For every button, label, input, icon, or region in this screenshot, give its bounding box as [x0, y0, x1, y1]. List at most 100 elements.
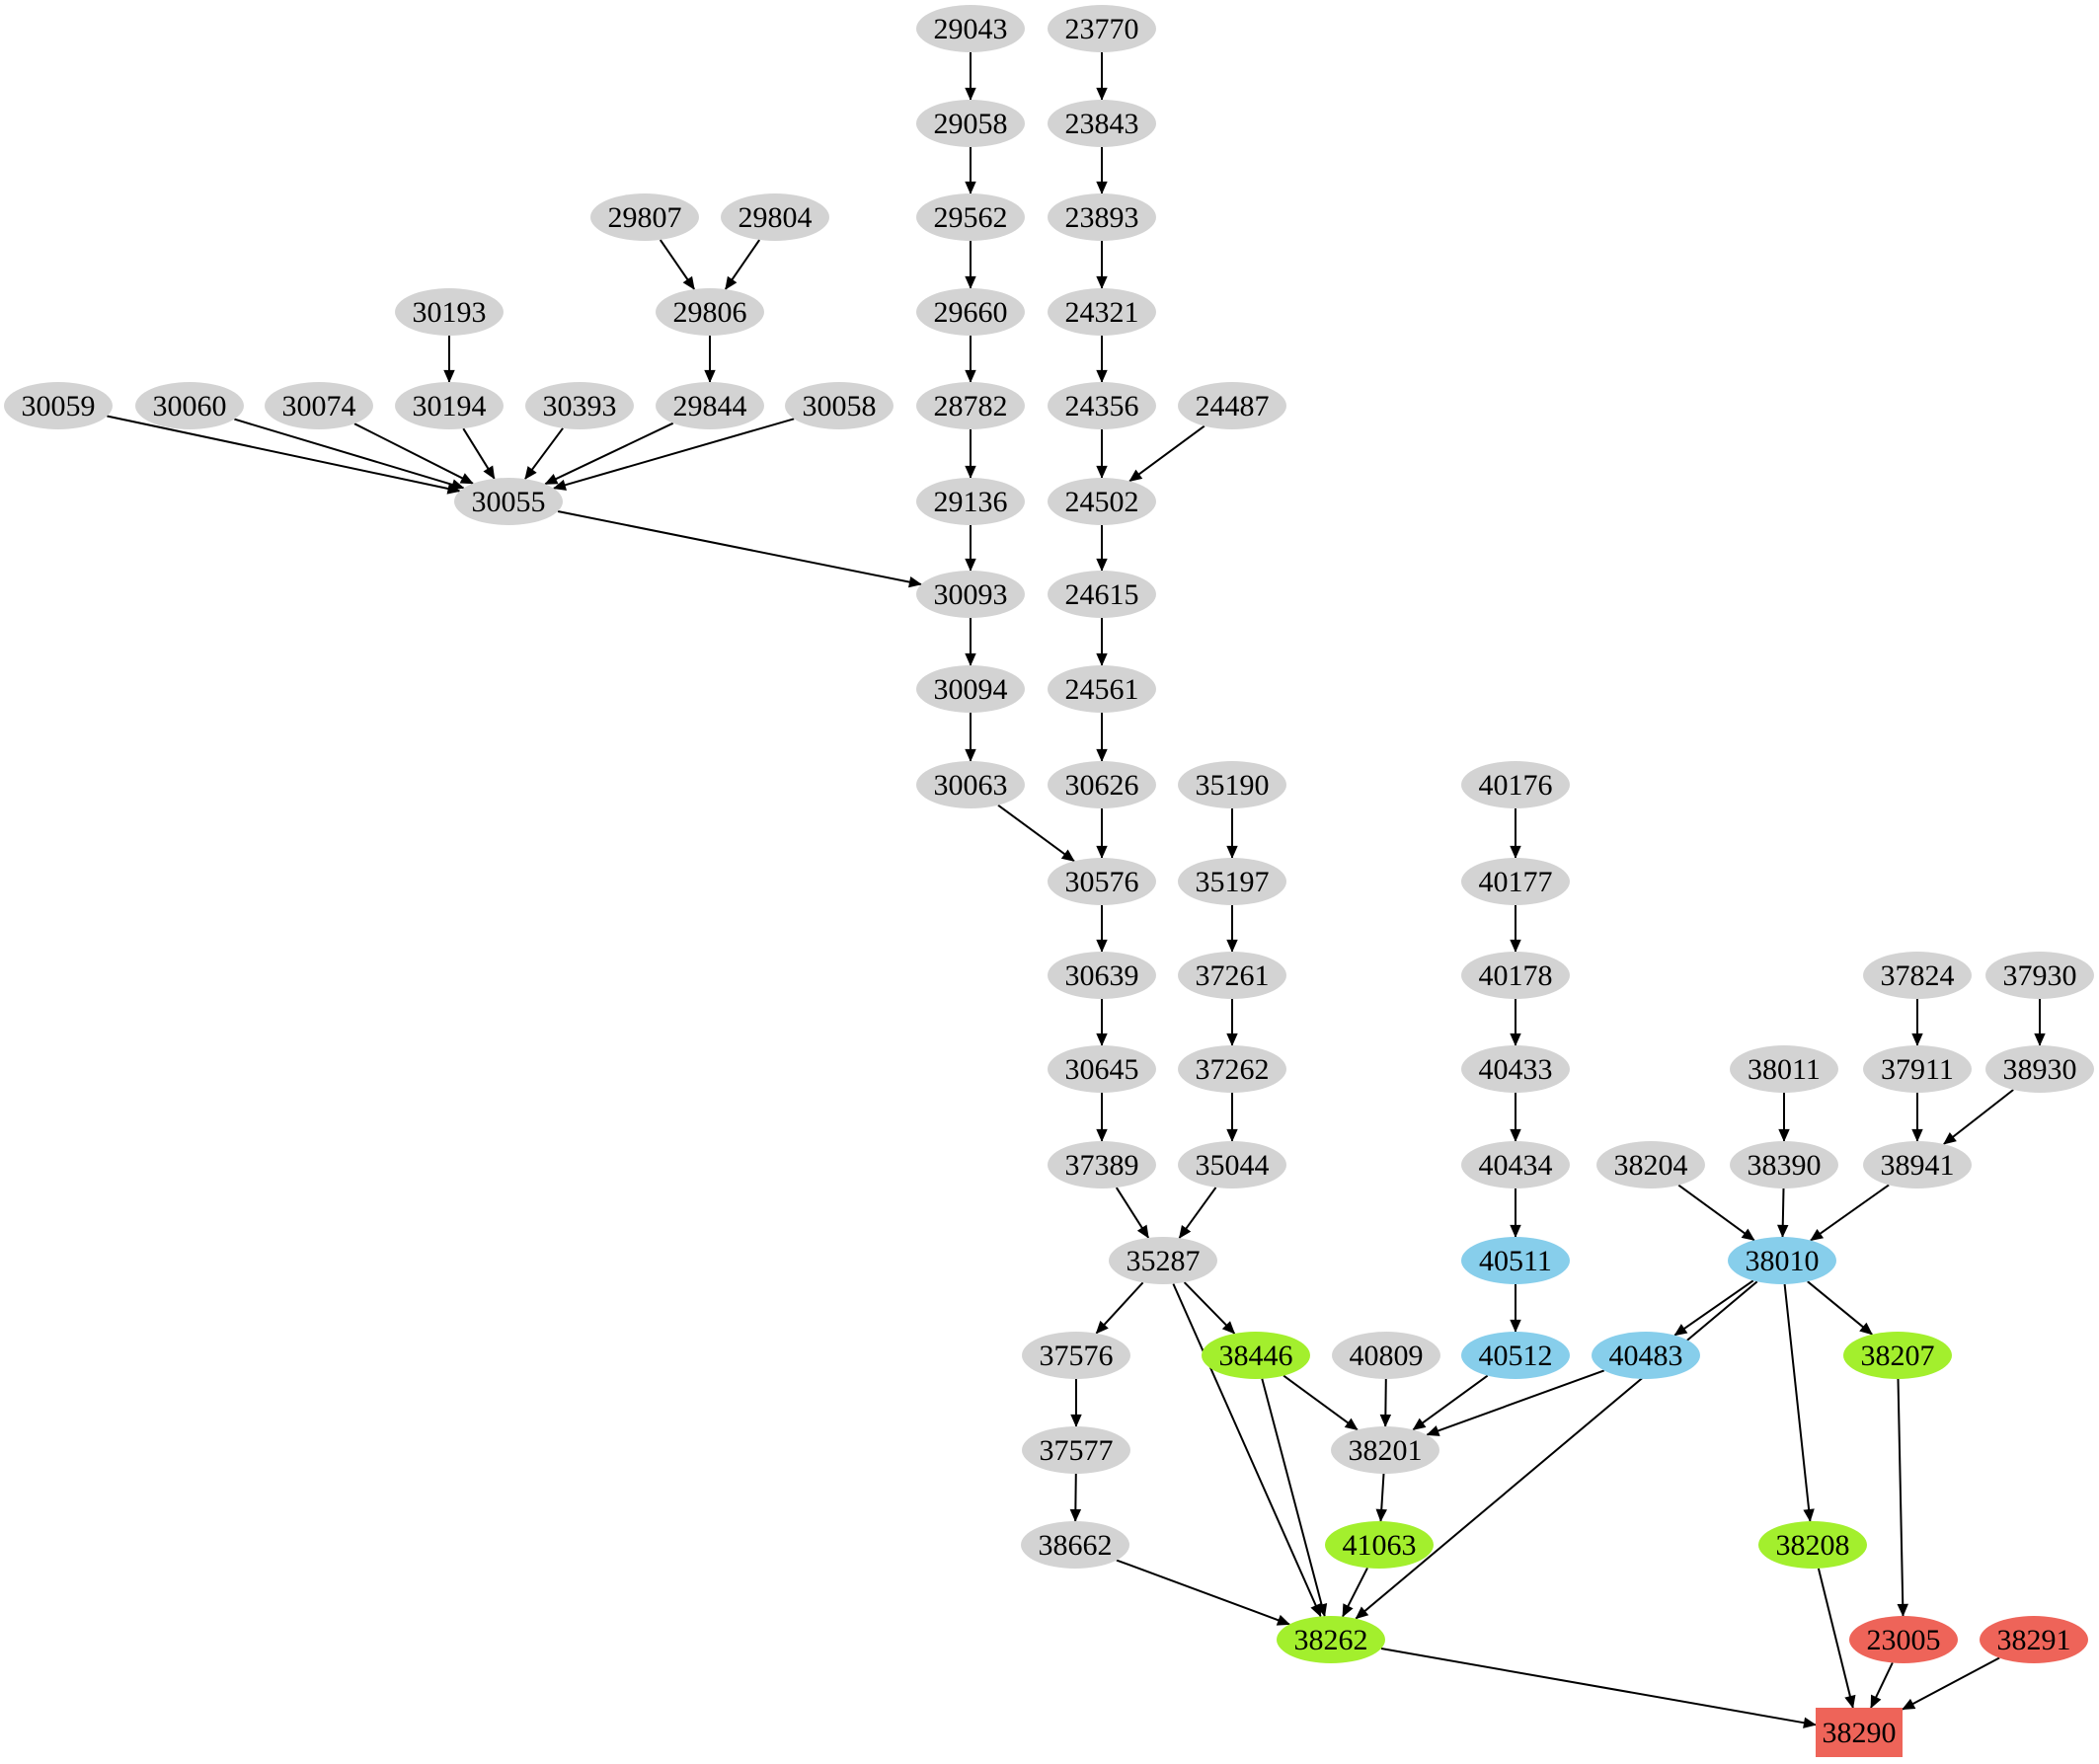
node-37389: 37389 — [1048, 1141, 1156, 1189]
node-30094-ellipse-shape — [916, 665, 1025, 713]
node-30059: 30059 — [4, 382, 113, 429]
node-38207: 38207 — [1843, 1332, 1952, 1379]
edge-38941-38010 — [1810, 1184, 1890, 1242]
node-30626-ellipse-shape — [1048, 761, 1156, 808]
edge-38446-38262 — [1261, 1378, 1328, 1618]
node-38662-ellipse-shape — [1021, 1521, 1129, 1569]
node-38291-label: 38291 — [1997, 1624, 2071, 1656]
node-38941-label: 38941 — [1881, 1149, 1955, 1182]
node-35197-ellipse-shape — [1178, 858, 1286, 905]
node-38291: 38291 — [1980, 1616, 2088, 1663]
node-38011-label: 38011 — [1748, 1053, 1821, 1086]
node-37576: 37576 — [1022, 1332, 1130, 1379]
node-37577-ellipse-shape — [1022, 1426, 1130, 1474]
edge-29804-29806 — [724, 239, 761, 290]
node-30626: 30626 — [1048, 761, 1156, 808]
node-29807-label: 29807 — [608, 201, 682, 234]
node-38201: 38201 — [1331, 1426, 1439, 1474]
node-29806-label: 29806 — [673, 296, 747, 329]
node-30063: 30063 — [916, 761, 1025, 808]
node-30063-label: 30063 — [934, 769, 1008, 802]
node-29136-ellipse-shape — [916, 478, 1025, 525]
node-38941: 38941 — [1863, 1141, 1972, 1189]
edge-35287-37576 — [1095, 1281, 1144, 1335]
node-38390: 38390 — [1730, 1141, 1838, 1189]
node-30055-label: 30055 — [472, 486, 546, 518]
node-23893-label: 23893 — [1065, 201, 1139, 234]
node-30626-label: 30626 — [1065, 769, 1139, 802]
node-38208: 38208 — [1758, 1521, 1867, 1569]
node-23770-ellipse-shape — [1048, 5, 1156, 52]
node-38446-label: 38446 — [1219, 1340, 1293, 1372]
edge-30059-30055 — [107, 415, 461, 495]
edge-38207-23005 — [1897, 1378, 1908, 1617]
node-37577: 37577 — [1022, 1426, 1130, 1474]
node-38930: 38930 — [1985, 1045, 2094, 1093]
node-38390-ellipse-shape — [1730, 1141, 1838, 1189]
node-29136-label: 29136 — [934, 486, 1008, 518]
node-37576-ellipse-shape — [1022, 1332, 1130, 1379]
node-38201-ellipse-shape — [1331, 1426, 1439, 1474]
node-38207-ellipse-shape — [1843, 1332, 1952, 1379]
node-38011: 38011 — [1730, 1045, 1838, 1093]
node-37911-label: 37911 — [1881, 1053, 1954, 1086]
node-29806-ellipse-shape — [656, 288, 764, 336]
node-24321: 24321 — [1048, 288, 1156, 336]
node-37930-label: 37930 — [2003, 959, 2077, 992]
node-35287-ellipse-shape — [1109, 1237, 1217, 1284]
node-29043-ellipse-shape — [916, 5, 1025, 52]
node-30576-ellipse-shape — [1048, 858, 1156, 905]
node-37911: 37911 — [1863, 1045, 1972, 1093]
node-24356-label: 24356 — [1065, 390, 1139, 422]
node-24561-label: 24561 — [1065, 673, 1139, 706]
node-38262-label: 38262 — [1294, 1624, 1368, 1656]
node-24561: 24561 — [1048, 665, 1156, 713]
node-30194: 30194 — [395, 382, 504, 429]
node-35197-label: 35197 — [1196, 866, 1270, 898]
node-38930-ellipse-shape — [1985, 1045, 2094, 1093]
node-40433-label: 40433 — [1479, 1053, 1553, 1086]
node-29844: 29844 — [656, 382, 764, 429]
node-38446: 38446 — [1202, 1332, 1310, 1379]
node-24487-label: 24487 — [1196, 390, 1270, 422]
node-30645: 30645 — [1048, 1045, 1156, 1093]
node-37930: 37930 — [1985, 952, 2094, 999]
node-37389-label: 37389 — [1065, 1149, 1139, 1182]
node-40434-label: 40434 — [1479, 1149, 1553, 1182]
node-24356-ellipse-shape — [1048, 382, 1156, 429]
node-30645-label: 30645 — [1065, 1053, 1139, 1086]
node-23843: 23843 — [1048, 100, 1156, 147]
node-30093: 30093 — [916, 571, 1025, 618]
node-38010-label: 38010 — [1746, 1245, 1820, 1277]
node-40483-ellipse-shape — [1592, 1332, 1700, 1379]
node-30193: 30193 — [395, 288, 504, 336]
edge-38390-38010 — [1777, 1188, 1789, 1238]
node-24502-label: 24502 — [1065, 486, 1139, 518]
node-28782-ellipse-shape — [916, 382, 1025, 429]
edge-35044-35287 — [1178, 1187, 1217, 1239]
edge-38291-38290 — [1902, 1656, 2000, 1711]
edge-24487-24502 — [1128, 424, 1205, 483]
node-40178-ellipse-shape — [1461, 952, 1570, 999]
node-29562-label: 29562 — [934, 201, 1008, 234]
node-37389-ellipse-shape — [1048, 1141, 1156, 1189]
node-30060: 30060 — [135, 382, 244, 429]
node-38208-label: 38208 — [1776, 1529, 1850, 1562]
edge-38930-38941 — [1943, 1089, 2014, 1145]
node-24615-label: 24615 — [1065, 578, 1139, 611]
node-38290-box-shape — [1816, 1708, 1903, 1757]
node-40177: 40177 — [1461, 858, 1570, 905]
node-24502-ellipse-shape — [1048, 478, 1156, 525]
node-30639-ellipse-shape — [1048, 952, 1156, 999]
node-40809: 40809 — [1332, 1332, 1440, 1379]
node-30060-ellipse-shape — [135, 382, 244, 429]
node-40178: 40178 — [1461, 952, 1570, 999]
node-29806: 29806 — [656, 288, 764, 336]
node-29804: 29804 — [721, 193, 829, 241]
node-30576-label: 30576 — [1065, 866, 1139, 898]
node-40511-label: 40511 — [1479, 1245, 1552, 1277]
edge-40809-38201 — [1379, 1378, 1392, 1427]
node-30094-label: 30094 — [934, 673, 1008, 706]
node-28782-label: 28782 — [934, 390, 1008, 422]
